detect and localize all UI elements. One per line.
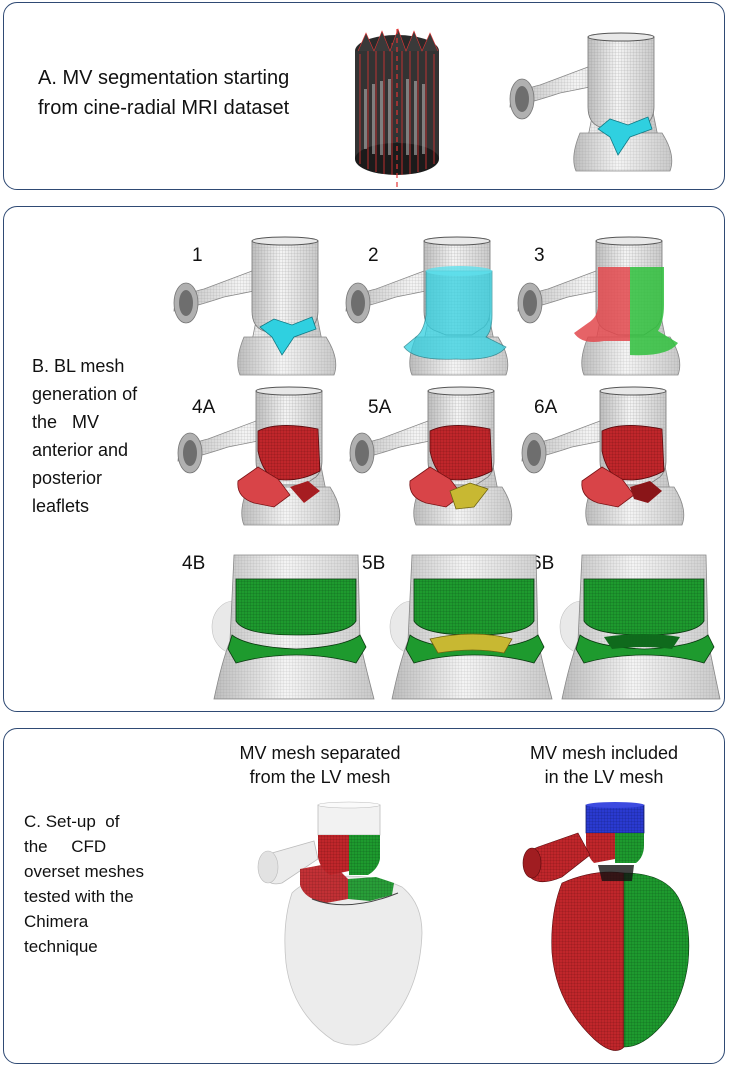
step-label-1: 1 bbox=[192, 245, 203, 266]
caption-line: the MV bbox=[32, 412, 100, 432]
included-mesh-image bbox=[522, 802, 690, 1051]
title-line: from the LV mesh bbox=[249, 767, 391, 787]
title-line: in the LV mesh bbox=[544, 767, 664, 787]
included-mesh-title: MV mesh included in the LV mesh bbox=[494, 741, 714, 789]
caption-line: B. BL mesh bbox=[32, 356, 125, 376]
step-label-4a: 4A bbox=[192, 397, 216, 418]
radial-mri-stack-image bbox=[355, 28, 439, 189]
step-label-5a: 5A bbox=[368, 397, 392, 418]
step-6b-mesh-image bbox=[559, 554, 721, 700]
separated-mesh-title: MV mesh separated from the LV mesh bbox=[210, 741, 430, 789]
mv-segmentation-mesh-image bbox=[509, 32, 673, 172]
caption-line: anterior and bbox=[32, 440, 129, 460]
caption-line: C. Set-up of bbox=[24, 812, 120, 831]
step-1-mesh-image bbox=[173, 236, 337, 376]
step-5a-mesh-image bbox=[349, 386, 513, 526]
panel-a-caption: A. MV segmentation starting from cine-ra… bbox=[38, 63, 338, 123]
caption-line: generation of bbox=[32, 384, 138, 404]
panel-b: B. BL mesh generation of the MV anterior… bbox=[3, 206, 725, 712]
step-label-3: 3 bbox=[534, 245, 545, 266]
step-4b-mesh-image bbox=[211, 554, 375, 700]
caption-line: from cine-radial MRI dataset bbox=[38, 97, 290, 119]
panel-b-caption: B. BL mesh generation of the MV anterior… bbox=[32, 352, 182, 520]
step-label-2: 2 bbox=[368, 245, 379, 266]
title-line: MV mesh included bbox=[529, 743, 679, 763]
step-4a-mesh-image bbox=[177, 386, 341, 526]
step-label-6a: 6A bbox=[534, 397, 558, 418]
step-5b-mesh-image bbox=[389, 554, 553, 700]
caption-line: leaflets bbox=[32, 496, 90, 516]
step-label-5b: 5B bbox=[362, 553, 386, 574]
caption-line: Chimera bbox=[24, 912, 89, 931]
caption-line: technique bbox=[24, 937, 98, 956]
caption-line: posterior bbox=[32, 468, 103, 488]
step-label-4b: 4B bbox=[182, 553, 206, 574]
caption-line: A. MV segmentation starting bbox=[38, 67, 290, 89]
panel-a: A. MV segmentation starting from cine-ra… bbox=[3, 2, 725, 190]
separated-mesh-image bbox=[257, 801, 423, 1046]
step-3-mesh-image bbox=[517, 236, 681, 376]
step-2-mesh-image bbox=[345, 236, 509, 376]
panel-c: C. Set-up of the CFD overset meshes test… bbox=[3, 728, 725, 1064]
step-label-6b: 6B bbox=[531, 553, 555, 574]
step-6a-mesh-image bbox=[521, 386, 685, 526]
title-line: MV mesh separated bbox=[239, 743, 401, 763]
caption-line: overset meshes bbox=[24, 862, 144, 881]
panel-c-caption: C. Set-up of the CFD overset meshes test… bbox=[24, 809, 194, 959]
caption-line: the CFD bbox=[24, 837, 107, 856]
caption-line: tested with the bbox=[24, 887, 134, 906]
